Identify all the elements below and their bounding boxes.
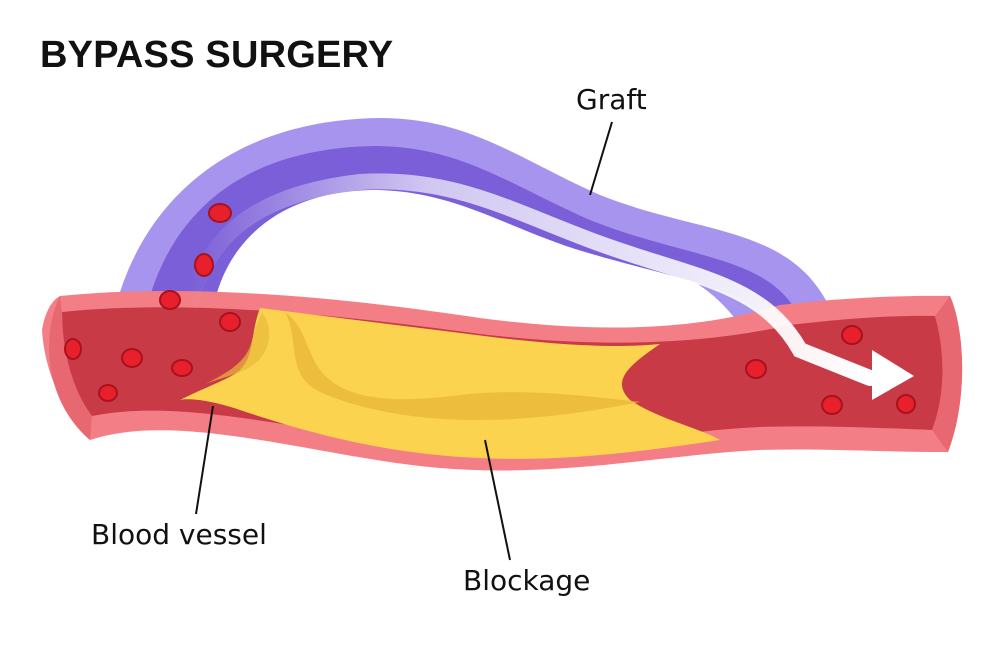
blood-vessel-leader-line <box>195 405 214 515</box>
blood-cells <box>64 203 916 415</box>
flow-arrow-head <box>872 350 914 400</box>
blood-cell <box>219 312 241 332</box>
blood-cell <box>745 359 767 379</box>
blood-vessel-label: Blood vessel <box>91 518 267 551</box>
blood-flow-arrow <box>182 173 878 386</box>
blood-cell <box>896 394 916 414</box>
blockage-label: Blockage <box>463 564 591 597</box>
plaque-blockage <box>180 308 720 459</box>
blood-cell <box>159 290 181 310</box>
blood-cell <box>821 395 843 415</box>
graft-label: Graft <box>576 83 647 116</box>
plaque-shadow-left <box>205 312 270 384</box>
blood-cell <box>194 253 214 277</box>
blood-cell <box>64 338 82 360</box>
blood-cell <box>98 384 118 402</box>
blood-cell <box>208 203 232 223</box>
vessel-left-rim <box>49 296 92 440</box>
blood-cell <box>841 325 863 345</box>
blockage-leader-line <box>484 439 511 561</box>
plaque-shadow <box>285 312 640 421</box>
blood-cell <box>171 359 193 377</box>
blood-vessel <box>42 291 963 471</box>
graft-leader-line <box>589 121 613 196</box>
blood-cell <box>121 348 143 368</box>
vessel-right-rim <box>932 296 963 452</box>
page-title: BYPASS SURGERY <box>40 34 394 76</box>
